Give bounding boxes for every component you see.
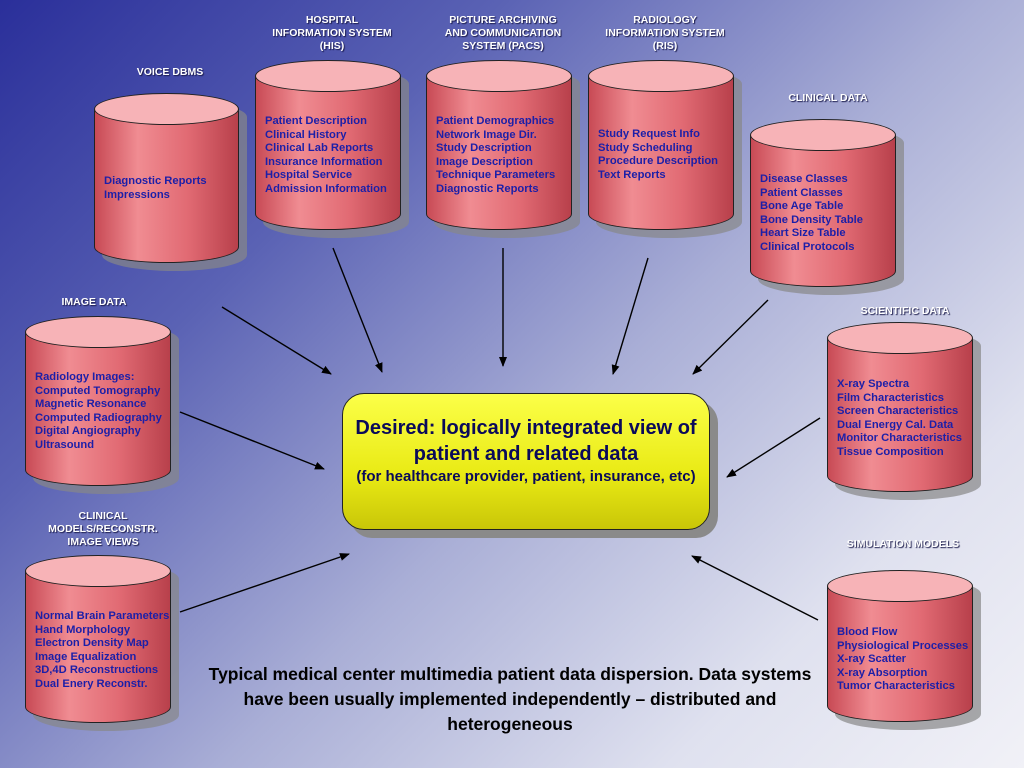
list-item: Screen Characteristics [837, 405, 959, 418]
arrow-clinical [692, 299, 769, 375]
list-item: 3D,4D Reconstructions [35, 664, 159, 677]
ris-label: RADIOLOGY INFORMATION SYSTEM (RIS) [605, 14, 725, 52]
voice-dbms-items: Diagnostic Reports Impressions [104, 175, 259, 202]
ris-items: Study Request Info Study Scheduling Proc… [598, 128, 754, 182]
list-item: Text Reports [598, 168, 666, 181]
list-item: Normal Brain Parameters [35, 610, 170, 622]
list-item: Blood Flow [837, 626, 898, 638]
list-item: Patient Classes [760, 186, 843, 199]
list-item: Bone Age Table [760, 200, 844, 213]
scientific-data-items: X-ray Spectra Film Characteristics Scree… [837, 378, 993, 460]
clinical-data-items: Disease Classes Patient Classes Bone Age… [760, 173, 916, 255]
voice-dbms-cylinder: Diagnostic Reports Impressions [94, 93, 247, 271]
pacs-cylinder: Patient Demographics Network Image Dir. … [426, 60, 580, 238]
voice-dbms-label: VOICE DBMS [136, 66, 204, 78]
list-item: X-ray Spectra [837, 378, 910, 390]
list-item: Digital Angiography [35, 425, 141, 438]
list-item: Technique Parameters [436, 169, 556, 182]
list-item: Study Description [436, 142, 532, 155]
list-item: Disease Classes [760, 173, 848, 185]
his-items: Patient Description Clinical History Cli… [265, 115, 421, 197]
clinical-data-cylinder: Disease Classes Patient Classes Bone Age… [750, 119, 904, 295]
list-item: Image Description [436, 155, 533, 168]
list-item: Hand Morphology [35, 623, 131, 636]
simulation-models-label: SIMULATION MODELS [846, 538, 960, 550]
arrow-simulation [691, 555, 819, 621]
his-cylinder: Patient Description Clinical History Cli… [255, 60, 409, 238]
clinical-models-label: CLINICAL MODELS/RECONSTR. IMAGE VIEWS [48, 510, 158, 548]
list-item: Computed Tomography [35, 384, 161, 397]
list-item: Study Scheduling [598, 141, 693, 154]
slide-caption: Typical medical center multimedia patien… [208, 664, 812, 734]
list-item: Network Image Dir. [436, 128, 537, 141]
simulation-models-cylinder: Blood Flow Physiological Processes X-ray… [827, 570, 981, 730]
list-item: Study Request Info [598, 128, 700, 140]
pacs-label: PICTURE ARCHIVING AND COMMUNICATION SYST… [444, 14, 562, 52]
arrow-ris [611, 257, 649, 375]
list-item: Clinical Protocols [760, 240, 855, 253]
list-item: Dual Enery Reconstr. [35, 677, 148, 690]
list-item: Admission Information [265, 182, 387, 195]
list-item: Film Characteristics [837, 391, 944, 404]
list-item: Dual Energy Cal. Data [837, 418, 954, 431]
simulation-models-items: Blood Flow Physiological Processes X-ray… [837, 626, 993, 694]
list-item: Patient Description [265, 115, 367, 127]
clinical-models-cylinder: Normal Brain Parameters Hand Morphology … [25, 555, 179, 731]
scientific-data-label: SCIENTIFIC DATA [860, 305, 950, 317]
list-item: Diagnostic Reports [436, 182, 539, 195]
integrated-view-box: Desired: logically integrated view of pa… [342, 393, 710, 530]
list-item: Patient Demographics [436, 115, 555, 127]
list-item: Procedure Description [598, 155, 718, 168]
list-item: Clinical Lab Reports [265, 142, 374, 155]
image-data-label: IMAGE DATA [61, 296, 127, 308]
arrow-scientific [726, 417, 821, 478]
list-item: Bone Density Table [760, 213, 863, 226]
list-item: Diagnostic Reports [104, 175, 207, 187]
integrated-view-title: Desired: logically integrated view of pa… [355, 417, 697, 465]
his-label: HOSPITAL INFORMATION SYSTEM (HIS) [272, 14, 392, 52]
image-data-cylinder: Radiology Images: Computed Tomography Ma… [25, 316, 179, 494]
list-item: Impressions [104, 188, 170, 201]
list-item: Clinical History [265, 128, 347, 141]
arrow-voice [221, 306, 332, 375]
list-item: X-ray Scatter [837, 653, 907, 666]
list-item: Tissue Composition [837, 445, 944, 458]
list-item: Magnetic Resonance [35, 398, 147, 411]
clinical-models-items: Normal Brain Parameters Hand Morphology … [35, 610, 191, 692]
list-item: Heart Size Table [760, 227, 846, 240]
integrated-view-subtitle: (for healthcare provider, patient, insur… [356, 468, 696, 485]
list-item: Tumor Characteristics [837, 680, 955, 693]
list-item: Hospital Service [265, 169, 353, 182]
list-item: Computed Radiography [35, 411, 162, 424]
list-item: Insurance Information [265, 155, 383, 168]
pacs-items: Patient Demographics Network Image Dir. … [436, 115, 592, 197]
arrow-models [179, 553, 350, 613]
image-data-items: Radiology Images: Computed Tomography Ma… [35, 371, 191, 453]
list-item: Radiology Images: [35, 371, 135, 383]
ris-cylinder: Study Request Info Study Scheduling Proc… [588, 60, 742, 238]
list-item: Ultrasound [35, 438, 95, 451]
list-item: Monitor Characteristics [837, 432, 962, 445]
arrow-image [179, 411, 325, 470]
list-item: Image Equalization [35, 650, 137, 663]
scientific-data-cylinder: X-ray Spectra Film Characteristics Scree… [827, 322, 981, 500]
list-item: Electron Density Map [35, 637, 149, 650]
list-item: X-ray Absorption [837, 666, 928, 679]
list-item: Physiological Processes [837, 639, 969, 652]
arrow-his [332, 247, 383, 373]
clinical-data-label: CLINICAL DATA [788, 92, 868, 104]
